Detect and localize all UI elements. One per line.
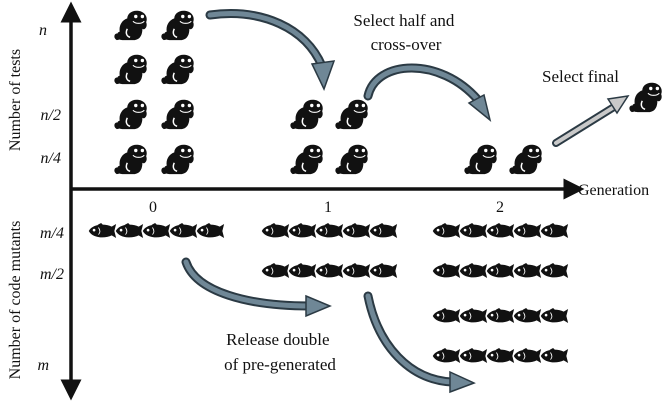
fish-icon: [513, 348, 542, 364]
fish-icon: [315, 263, 344, 279]
tick-n-quarter: n/4: [41, 150, 61, 167]
annotation-release-line-2: of pre-generated: [224, 355, 336, 374]
generation-0-label: 0: [149, 199, 157, 216]
tests-generation-0: [113, 9, 195, 175]
annotation-crossover: Select half and cross-over: [353, 11, 458, 54]
tests-generation-1: [289, 98, 369, 175]
otter-icon: [160, 53, 195, 85]
otter-icon: [113, 53, 148, 85]
tests-generation-2: [463, 143, 543, 175]
mutants-generation-2: [432, 223, 569, 364]
annotation-crossover-line-2: cross-over: [371, 35, 442, 54]
y-axis-label-mutants: Number of code mutants: [7, 221, 24, 380]
fish-icon: [486, 263, 515, 279]
fish-icon: [432, 223, 461, 239]
mutants-generation-1: [261, 223, 398, 279]
otter-icon: [113, 98, 148, 130]
fish-icon: [142, 223, 171, 239]
arrow-crossover-1: [205, 9, 336, 91]
fish-icon: [288, 223, 317, 239]
fish-icon: [513, 263, 542, 279]
fish-icon: [115, 223, 144, 239]
otter-icon: [289, 143, 324, 175]
fish-icon: [459, 223, 488, 239]
fish-icon: [369, 223, 398, 239]
tick-n: n: [39, 22, 47, 39]
otter-icon: [160, 143, 195, 175]
y-axis-label-tests: Number of tests: [7, 49, 24, 151]
fish-icon: [486, 308, 515, 324]
otter-icon: [334, 143, 369, 175]
fish-icon: [315, 223, 344, 239]
fish-icon: [540, 348, 569, 364]
fish-icon: [459, 348, 488, 364]
mutants-generation-0: [88, 223, 225, 239]
fish-icon: [486, 348, 515, 364]
x-axis-label: Generation: [578, 182, 649, 199]
otter-icon: [463, 143, 498, 175]
otter-icon: [334, 98, 369, 130]
fish-icon: [486, 223, 515, 239]
arrow-crossover-2: [363, 63, 492, 122]
fish-icon: [288, 263, 317, 279]
arrow-release-1: [181, 257, 332, 318]
otter-icon: [289, 98, 324, 130]
fish-icon: [261, 223, 290, 239]
fish-icon: [513, 308, 542, 324]
fish-icon: [540, 308, 569, 324]
fish-icon: [459, 263, 488, 279]
fish-icon: [540, 223, 569, 239]
fish-icon: [432, 263, 461, 279]
fish-icon: [169, 223, 198, 239]
otter-icon: [113, 9, 148, 41]
fish-icon: [342, 223, 371, 239]
fish-icon: [459, 308, 488, 324]
generation-2-label: 2: [496, 199, 504, 216]
annotation-release: Release double of pre-generated: [224, 330, 336, 374]
fish-icon: [540, 263, 569, 279]
tick-m: m: [37, 357, 49, 374]
otter-icon: [160, 98, 195, 130]
annotation-release-line-1: Release double: [226, 330, 329, 349]
fish-icon: [342, 263, 371, 279]
annotation-select-final: Select final: [542, 67, 619, 86]
fish-icon: [432, 348, 461, 364]
otter-icon: [160, 9, 195, 41]
otter-icon: [508, 143, 543, 175]
fish-icon: [513, 223, 542, 239]
annotation-crossover-line-1: Select half and: [353, 11, 455, 30]
fish-icon: [88, 223, 117, 239]
tick-m-half: m/2: [40, 266, 64, 283]
tick-n-half: n/2: [41, 107, 61, 124]
fish-icon: [369, 263, 398, 279]
arrow-release-2: [363, 291, 476, 394]
fish-icon: [196, 223, 225, 239]
arrow-select-final: [552, 95, 630, 147]
fish-icon: [261, 263, 290, 279]
fish-icon: [432, 308, 461, 324]
generation-1-label: 1: [324, 199, 332, 216]
otter-icon-final: [628, 81, 663, 113]
tick-m-quarter: m/4: [40, 225, 64, 242]
otter-icon: [113, 143, 148, 175]
